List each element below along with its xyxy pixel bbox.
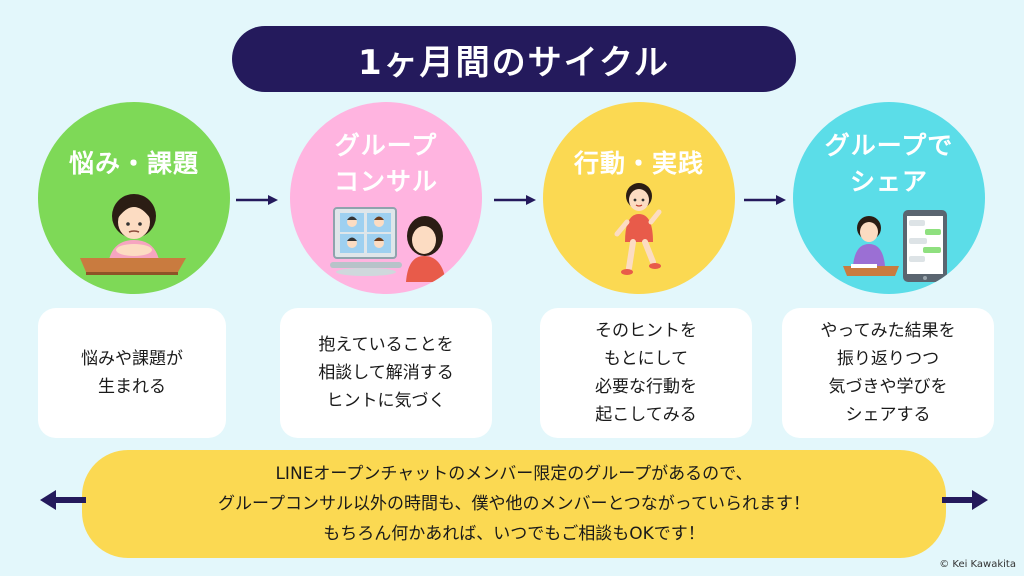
- flow-arrow-3: [744, 195, 786, 205]
- step-2-title: グループ コンサル: [333, 131, 438, 196]
- step-1-title: 悩み・課題: [68, 149, 199, 178]
- flow-arrow-2: [494, 195, 536, 205]
- step-1-circle: 悩み・課題: [38, 102, 230, 294]
- page-title: 1ヶ月間のサイクル: [232, 26, 796, 92]
- step-4-title: グループで シェア: [824, 131, 954, 196]
- flow-arrow-1: [236, 195, 278, 205]
- left-arrow-icon: [40, 490, 86, 510]
- step-3-description: そのヒントを もとにして 必要な行動を 起こしてみる: [540, 308, 752, 438]
- step-1-description: 悩みや課題が 生まれる: [38, 308, 226, 438]
- step-4-description: やってみた結果を 振り返りつつ 気づきや学びを シェアする: [782, 308, 994, 438]
- running-person-icon: [614, 183, 662, 275]
- copyright: © Kei Kawakita: [939, 559, 1016, 570]
- step-2-circle: グループ コンサル: [290, 102, 482, 294]
- bottom-message: LINEオープンチャットのメンバー限定のグループがあるので、 グループコンサル以…: [82, 450, 946, 558]
- smartphone-chat-icon: [843, 210, 947, 282]
- step-2-description: 抱えていることを 相談して解消する ヒントに気づく: [280, 308, 492, 438]
- right-arrow-icon: [942, 490, 988, 510]
- step-3-title: 行動・実践: [573, 149, 704, 178]
- step-3-circle: 行動・実践: [543, 102, 735, 294]
- step-4-circle: グループで シェア: [793, 102, 985, 294]
- worried-person-icon: [80, 194, 186, 275]
- video-call-group-icon: [330, 207, 446, 282]
